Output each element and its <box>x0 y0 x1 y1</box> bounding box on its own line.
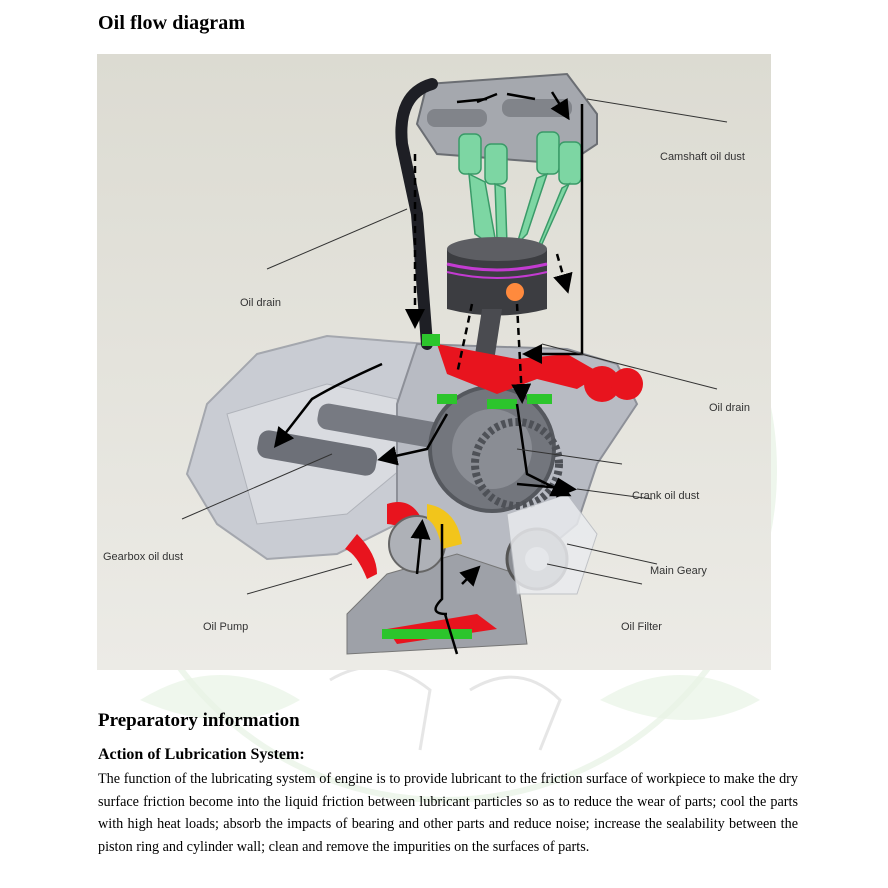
gear-shafts <box>257 385 563 513</box>
label-main-gear: Main Geary <box>650 565 707 577</box>
label-oil-filter: Oil Filter <box>621 621 662 633</box>
label-oil-drain-right: Oil drain <box>709 402 750 414</box>
label-gearbox-oil-dust: Gearbox oil dust <box>103 551 183 563</box>
label-crank-oil-dust: Crank oil dust <box>632 490 699 502</box>
subheading: Action of Lubrication System: <box>98 746 305 763</box>
label-camshaft-oil-dust: Camshaft oil dust <box>660 151 745 163</box>
timing-chain <box>395 78 438 350</box>
piston <box>446 237 548 374</box>
page-title: Oil flow diagram <box>98 12 246 34</box>
leader-lines <box>181 98 728 595</box>
oil-pump <box>388 504 462 573</box>
valves <box>458 131 582 251</box>
label-oil-pump: Oil Pump <box>203 621 248 633</box>
flow-arrows <box>273 91 582 655</box>
label-oil-drain-left: Oil drain <box>240 297 281 309</box>
section-heading: Preparatory information <box>98 710 300 731</box>
oil-flow-diagram: Camshaft oil dust Oil drain Oil drain Cr… <box>97 54 771 670</box>
body-paragraph: The function of the lubricating system o… <box>98 771 798 855</box>
